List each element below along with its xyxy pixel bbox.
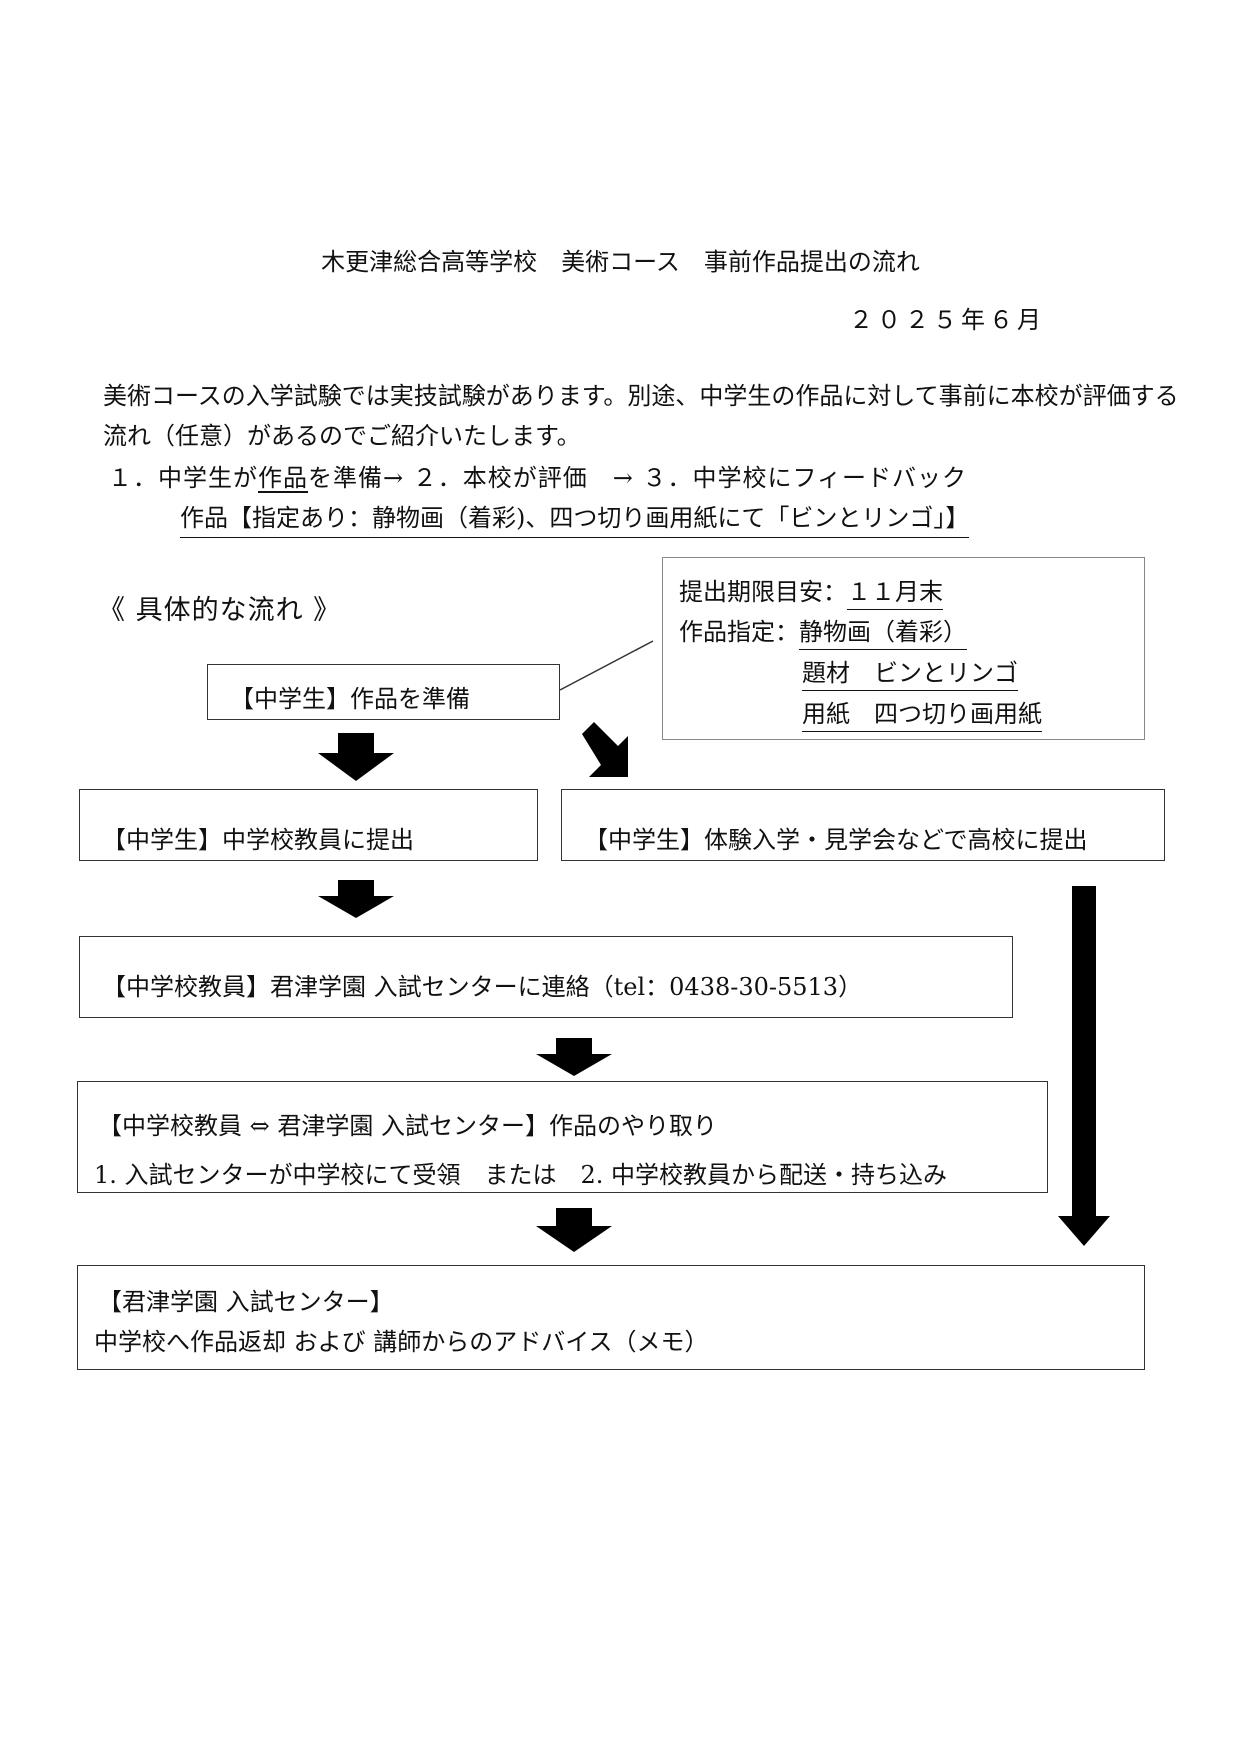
contact-text: 【中学校教員】君津学園 入試センターに連絡（tel：0438-30-5513） — [102, 973, 863, 1001]
step3: ３．中学校にフィードバック — [642, 464, 968, 492]
submit-teacher-box: 【中学生】中学校教員に提出 — [79, 789, 538, 861]
page-title: 木更津総合高等学校 美術コース 事前作品提出の流れ — [321, 248, 920, 276]
arrow-down-icon — [318, 733, 394, 781]
arrow-long-down-icon — [1058, 886, 1110, 1246]
final-title: 【君津学園 入試センター】 — [98, 1288, 394, 1316]
document-date: ２０２５年６月 — [849, 306, 1045, 334]
paper-row: 用紙 四つ切り画用紙 — [802, 694, 1042, 732]
spec-label: 作品指定： — [679, 618, 799, 646]
step1-prefix: １．中学生が — [108, 464, 258, 492]
paper-value: 用紙 四つ切り画用紙 — [802, 700, 1042, 732]
exchange-title: 【中学校教員 ⇔ 君津学園 入試センター】作品のやり取り — [98, 1112, 717, 1140]
subject-row: 題材 ビンとリンゴ — [802, 653, 1018, 691]
callout-connector — [559, 640, 654, 691]
contact-box: 【中学校教員】君津学園 入試センターに連絡（tel：0438-30-5513） — [79, 936, 1013, 1018]
exchange-options: 1. 入試センターが中学校にて受領 または 2. 中学校教員から配送・持ち込み — [94, 1161, 948, 1189]
deadline-value: １１月末 — [847, 578, 943, 610]
step1-underlined: 作品 — [258, 464, 308, 492]
info-box: 提出期限目安：１１月末 作品指定：静物画（着彩） 題材 ビンとリンゴ 用紙 四つ… — [662, 557, 1145, 740]
submit-teacher-text: 【中学生】中学校教員に提出 — [102, 826, 414, 854]
intro-paragraph: 美術コースの入学試験では実技試験があります。別途、中学生の作品に対して事前に本校… — [103, 382, 1179, 450]
section-heading: 《 具体的な流れ 》 — [98, 595, 342, 626]
artwork-spec: 作品【指定あり：静物画（着彩)、四つ切り画用紙にて「ビンとリンゴ」】 — [180, 498, 970, 538]
final-box: 【君津学園 入試センター】 中学校へ作品返却 および 講師からのアドバイス（メモ… — [77, 1265, 1145, 1370]
step1-suffix: を準備→ — [308, 464, 413, 492]
submit-event-text: 【中学生】体験入学・見学会などで高校に提出 — [584, 826, 1088, 854]
spec-row: 作品指定：静物画（着彩） — [679, 612, 967, 650]
prepare-text: 【中学生】作品を準備 — [230, 685, 470, 713]
submit-event-box: 【中学生】体験入学・見学会などで高校に提出 — [561, 789, 1165, 861]
deadline-row: 提出期限目安：１１月末 — [679, 572, 943, 610]
step2: ２．本校が評価 → — [412, 464, 643, 492]
prepare-box: 【中学生】作品を準備 — [207, 664, 560, 720]
spec-value: 静物画（着彩） — [799, 618, 967, 650]
process-summary: １．中学生が作品を準備→ ２．本校が評価 → ３．中学校にフィードバック — [108, 458, 967, 493]
arrow-down-icon — [318, 880, 394, 918]
arrow-diagonal-icon — [582, 722, 628, 777]
arrow-down-icon — [536, 1038, 612, 1076]
exchange-box: 【中学校教員 ⇔ 君津学園 入試センター】作品のやり取り 1. 入試センターが中… — [77, 1081, 1048, 1193]
subject-value: 題材 ビンとリンゴ — [802, 659, 1018, 691]
deadline-label: 提出期限目安： — [679, 578, 847, 606]
arrow-down-icon — [536, 1208, 612, 1252]
final-body: 中学校へ作品返却 および 講師からのアドバイス（メモ） — [94, 1328, 709, 1356]
